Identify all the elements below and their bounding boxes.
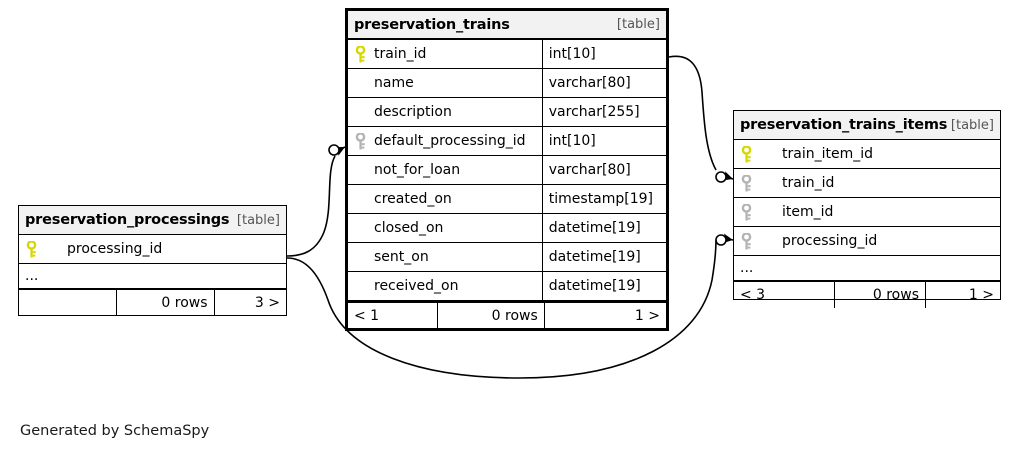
footer-row-count: 0 rows xyxy=(834,282,925,308)
footer-prev-link[interactable]: < 3 xyxy=(740,287,766,303)
column-name-cell: received_on xyxy=(348,272,542,300)
cardinality-zero-marker xyxy=(715,234,727,246)
table-type-tag: [table] xyxy=(236,212,280,228)
column-type: varchar[80] xyxy=(541,156,666,184)
primary-key-icon xyxy=(354,44,367,63)
footer-row-count: 0 rows xyxy=(116,290,213,316)
column-name-cell: train_id xyxy=(348,40,542,68)
column-type: int[10] xyxy=(541,127,666,155)
table-row[interactable]: received_on datetime[19] xyxy=(348,272,666,301)
column-name-cell: description xyxy=(348,98,542,126)
column-type: timestamp[19] xyxy=(541,185,666,213)
column-name: not_for_loan xyxy=(374,162,461,178)
table-footer-preservation-trains: < 1 0 rows 1 > xyxy=(348,301,666,328)
table-row[interactable]: created_on timestamp[19] xyxy=(348,185,666,214)
table-row[interactable]: default_processing_id int[10] xyxy=(348,127,666,156)
table-title: preservation_trains_items xyxy=(740,117,948,133)
column-name: train_id xyxy=(374,46,427,62)
column-name: processing_id xyxy=(782,233,878,249)
foreign-key-icon xyxy=(740,231,753,250)
column-name: name xyxy=(374,75,414,91)
column-name: created_on xyxy=(374,191,452,207)
column-name-cell: processing_id xyxy=(19,235,286,263)
footer-row-count: 0 rows xyxy=(437,303,543,328)
more-columns-indicator: ... xyxy=(19,264,286,289)
table-preservation-processings[interactable]: preservation_processings [table] process… xyxy=(18,205,287,316)
cardinality-zero-marker xyxy=(328,144,340,156)
table-header-preservation-trains: preservation_trains [table] xyxy=(348,11,666,40)
footer-prev-link[interactable]: < 1 xyxy=(354,307,380,324)
table-preservation-trains[interactable]: preservation_trains [table] train_id int… xyxy=(345,8,669,331)
column-type: datetime[19] xyxy=(541,272,666,300)
table-footer-preservation-processings: 0 rows 3 > xyxy=(19,289,286,316)
column-name: default_processing_id xyxy=(374,133,526,149)
column-type: varchar[255] xyxy=(541,98,666,126)
column-name-cell: processing_id xyxy=(734,227,1000,255)
table-title: preservation_processings xyxy=(25,212,230,228)
column-type: datetime[19] xyxy=(541,243,666,271)
table-row[interactable]: not_for_loan varchar[80] xyxy=(348,156,666,185)
footer-prev-link[interactable] xyxy=(19,290,116,316)
column-name-cell: train_id xyxy=(734,169,1000,197)
foreign-key-icon xyxy=(740,202,753,221)
table-type-tag: [table] xyxy=(950,117,994,133)
generator-caption: Generated by SchemaSpy xyxy=(20,423,210,439)
column-name: train_item_id xyxy=(782,146,873,162)
column-name-cell: sent_on xyxy=(348,243,542,271)
primary-key-icon xyxy=(740,144,753,163)
table-row[interactable]: sent_on datetime[19] xyxy=(348,243,666,272)
column-name-cell: closed_on xyxy=(348,214,542,242)
column-name-cell: train_item_id xyxy=(734,140,1000,168)
column-name: sent_on xyxy=(374,249,429,265)
edge-trains-to-trains-items xyxy=(668,55,734,183)
column-type: int[10] xyxy=(541,40,666,68)
column-name: processing_id xyxy=(67,241,163,257)
cardinality-zero-marker xyxy=(715,171,727,183)
column-name: description xyxy=(374,104,452,120)
table-row[interactable]: item_id xyxy=(734,198,1000,227)
primary-key-icon xyxy=(25,239,38,258)
edge-processings-to-trains xyxy=(286,144,346,257)
table-row[interactable]: name varchar[80] xyxy=(348,69,666,98)
table-row[interactable]: closed_on datetime[19] xyxy=(348,214,666,243)
column-name-cell: name xyxy=(348,69,542,97)
table-row[interactable]: description varchar[255] xyxy=(348,98,666,127)
column-name: item_id xyxy=(782,204,834,220)
table-footer-preservation-trains-items: < 3 0 rows 1 > xyxy=(734,281,1000,308)
column-name-cell: created_on xyxy=(348,185,542,213)
column-name: closed_on xyxy=(374,220,444,236)
foreign-key-icon xyxy=(354,131,367,150)
table-header-preservation-processings: preservation_processings [table] xyxy=(19,206,286,235)
column-type: datetime[19] xyxy=(541,214,666,242)
table-preservation-trains-items[interactable]: preservation_trains_items [table] train_… xyxy=(733,110,1001,308)
table-row[interactable]: train_id int[10] xyxy=(348,40,666,69)
footer-next-link[interactable]: 1 > xyxy=(543,303,666,328)
column-name-cell: not_for_loan xyxy=(348,156,542,184)
table-row[interactable]: processing_id xyxy=(19,235,286,264)
foreign-key-icon xyxy=(740,173,753,192)
table-header-preservation-trains-items: preservation_trains_items [table] xyxy=(734,111,1000,140)
table-row[interactable]: processing_id xyxy=(734,227,1000,256)
table-row[interactable]: train_id xyxy=(734,169,1000,198)
footer-next-link[interactable]: 3 > xyxy=(213,290,286,316)
table-title: preservation_trains xyxy=(354,16,510,33)
column-name: received_on xyxy=(374,278,459,294)
column-name: train_id xyxy=(782,175,835,191)
footer-next-link[interactable]: 1 > xyxy=(925,282,1000,308)
more-columns-indicator: ... xyxy=(734,256,1000,281)
table-row[interactable]: train_item_id xyxy=(734,140,1000,169)
column-name-cell: default_processing_id xyxy=(348,127,542,155)
column-name-cell: item_id xyxy=(734,198,1000,226)
column-type: varchar[80] xyxy=(541,69,666,97)
table-type-tag: [table] xyxy=(616,17,660,32)
